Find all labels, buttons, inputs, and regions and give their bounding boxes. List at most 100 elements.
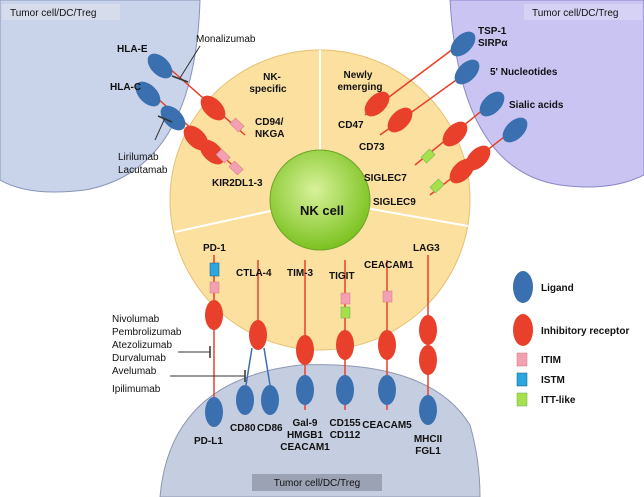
ctla4-label: CTLA-4 [236,268,272,279]
cd155-label: CD155 [329,418,361,429]
tigit-itim [340,292,351,305]
fgl1-label: FGL1 [415,446,441,457]
lacutamab-label: Lacutamab [118,165,168,176]
ceacam1-itim [382,290,393,303]
siglec9-pair [429,117,528,196]
monalizumab-label: Monalizumab [196,34,256,45]
pd1-istm [209,262,220,277]
legend-receptor-label: Inhibitory receptor [541,326,629,337]
legend-receptor-swatch [513,314,533,346]
tigit-itt [340,306,351,319]
siglec7-label: SIGLEC7 [364,173,407,184]
tim3-gal9-pair [296,260,314,410]
cd80-label: CD80 [230,423,256,434]
legend: Ligand Inhibitory receptor ITIM ISTM ITT… [513,271,629,407]
sialic-ligand-1 [479,91,505,117]
nk-cell-label: NK cell [300,203,344,218]
tsp1-label: TSP-1 [478,26,507,37]
sector-nk-specific-line2: specific [249,84,287,95]
cd73-receptor [387,107,413,133]
pd1-label: PD-1 [203,243,226,254]
lag3-receptor-1 [419,315,437,345]
ctla4-cd80-cd86-pair [236,260,279,415]
left-tumor-cell [0,0,201,193]
hla-c-kir-pair [135,81,244,176]
ctla4-receptor [249,320,267,350]
sialic-ligand-2 [502,117,528,143]
cd73-nucleotides-pair [379,59,480,136]
bottom-cell-label-bg [252,474,382,491]
cd155-ligand [336,375,354,405]
legend-istm-label: ISTM [541,375,565,386]
nucleotides-label: 5' Nucleotides [490,67,558,78]
monalizumab-pointer [179,45,201,79]
drug-atezolizumab: Atezolizumab [112,340,172,351]
ceacam1-receptor [378,330,396,360]
hmgb1-label: HMGB1 [287,430,324,441]
cd86-ligand [261,385,279,415]
tim3-label: TIM-3 [287,268,314,279]
sirpa-ligand [450,31,476,57]
hla-e-label: HLA-E [117,44,148,55]
siglec7-pair [414,91,505,166]
lirilumab-pointer [154,117,166,141]
cd94-label-line2: NKGA [255,129,284,140]
legend-itt-swatch [516,392,528,407]
gal9-label: Gal-9 [292,418,317,429]
pdl1-label: PD-L1 [194,436,223,447]
cd112-label: CD112 [330,430,361,441]
siglec7-receptor [442,121,468,147]
tigit-label: TIGIT [329,271,355,282]
siglec9-label: SIGLEC9 [373,197,416,208]
hla-c-ligand [135,81,161,107]
left-cell-label: Tumor cell/DC/Treg [10,8,97,19]
right-tumor-cell [449,0,644,188]
legend-istm-swatch [516,372,528,387]
ceacam1-label: CEACAM1 [364,260,414,271]
hla-c-label: HLA-C [110,82,141,93]
kir-label: KIR2DL1-3 [212,178,263,189]
legend-ligand-swatch [513,271,533,303]
siglec9-itt [429,178,445,194]
drug-durvalumab: Durvalumab [112,353,166,364]
cd94-itim [229,117,245,133]
ceacam1-ceacam5-pair [378,260,396,410]
sector-newly-emerging-line2: emerging [337,82,382,93]
ceacam5-label: CEACAM5 [362,420,412,431]
kir-receptor-2 [199,139,225,165]
lirilumab-label: Lirilumab [118,152,159,163]
kir-itim-2 [228,160,244,176]
bottom-cell-label: Tumor cell/DC/Treg [274,478,361,489]
lag3-mhc-pair [419,255,437,425]
monalizumab-block [171,75,189,83]
pd1-pdl1-pair [205,255,223,427]
cd47-receptor [364,91,390,117]
cd47-label: CD47 [338,120,364,131]
right-cell-label-bg [524,4,642,20]
pdl1-ligand [205,397,223,427]
hla-c-ligand-2 [160,105,186,131]
gal9-ligand [296,375,314,405]
pd1-itim [209,281,220,294]
cd73-label: CD73 [359,142,385,153]
cd80-ligand [236,385,254,415]
cd86-label: CD86 [257,423,283,434]
tim3-receptor [296,335,314,365]
drug-ipilimumab: Ipilimumab [112,384,161,395]
cd47-sirpa-pair [364,31,476,117]
legend-ligand-label: Ligand [541,283,574,294]
lirilumab-block [157,115,173,123]
right-cell-label: Tumor cell/DC/Treg [532,8,619,19]
sirpa-label: SIRPα [478,38,508,49]
siglec9-receptor-2 [449,158,475,184]
sector-newly-emerging-line1: Newly [344,70,373,81]
kir-itim-1 [215,148,231,164]
ceacam5-ligand [378,375,396,405]
nucleotides-ligand [454,59,480,85]
drug-nivolumab: Nivolumab [112,314,160,325]
sialic-acids-label: Sialic acids [509,100,564,111]
sector-nk-specific-line1: NK- [263,72,281,83]
mhc-ligand [419,395,437,425]
tigit-receptor [336,330,354,360]
